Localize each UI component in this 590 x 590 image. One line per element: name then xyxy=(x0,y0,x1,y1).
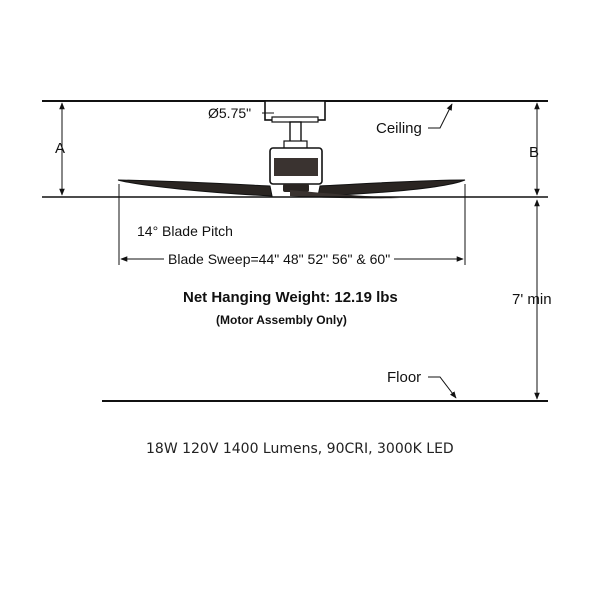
floor-leader xyxy=(428,376,457,399)
canopy-diameter-label: Ø5.75" xyxy=(208,105,252,121)
net-weight-label: Net Hanging Weight: 12.19 lbs xyxy=(183,289,398,306)
motor-bottom xyxy=(283,184,309,192)
fan-blade-left xyxy=(117,179,273,197)
led-spec-text: 18W 120V 1400 Lumens, 90CRI, 3000K LED xyxy=(146,441,454,457)
ceiling-leader xyxy=(428,103,453,129)
dim-b-label: B xyxy=(529,144,540,161)
canopy-ring xyxy=(271,116,319,123)
min-height-label: 7' min xyxy=(512,291,552,308)
blade-sweep-label: Blade Sweep=44" 48" 52" 56" & 60" xyxy=(164,252,395,266)
motor-band xyxy=(274,158,318,176)
floor-label: Floor xyxy=(387,369,422,386)
motor-only-note: (Motor Assembly Only) xyxy=(216,313,347,327)
dim-a-label: A xyxy=(55,140,66,157)
ceiling-label: Ceiling xyxy=(376,120,422,137)
blade-pitch-label: 14° Blade Pitch xyxy=(137,223,233,239)
fan-blade-right xyxy=(317,179,466,197)
